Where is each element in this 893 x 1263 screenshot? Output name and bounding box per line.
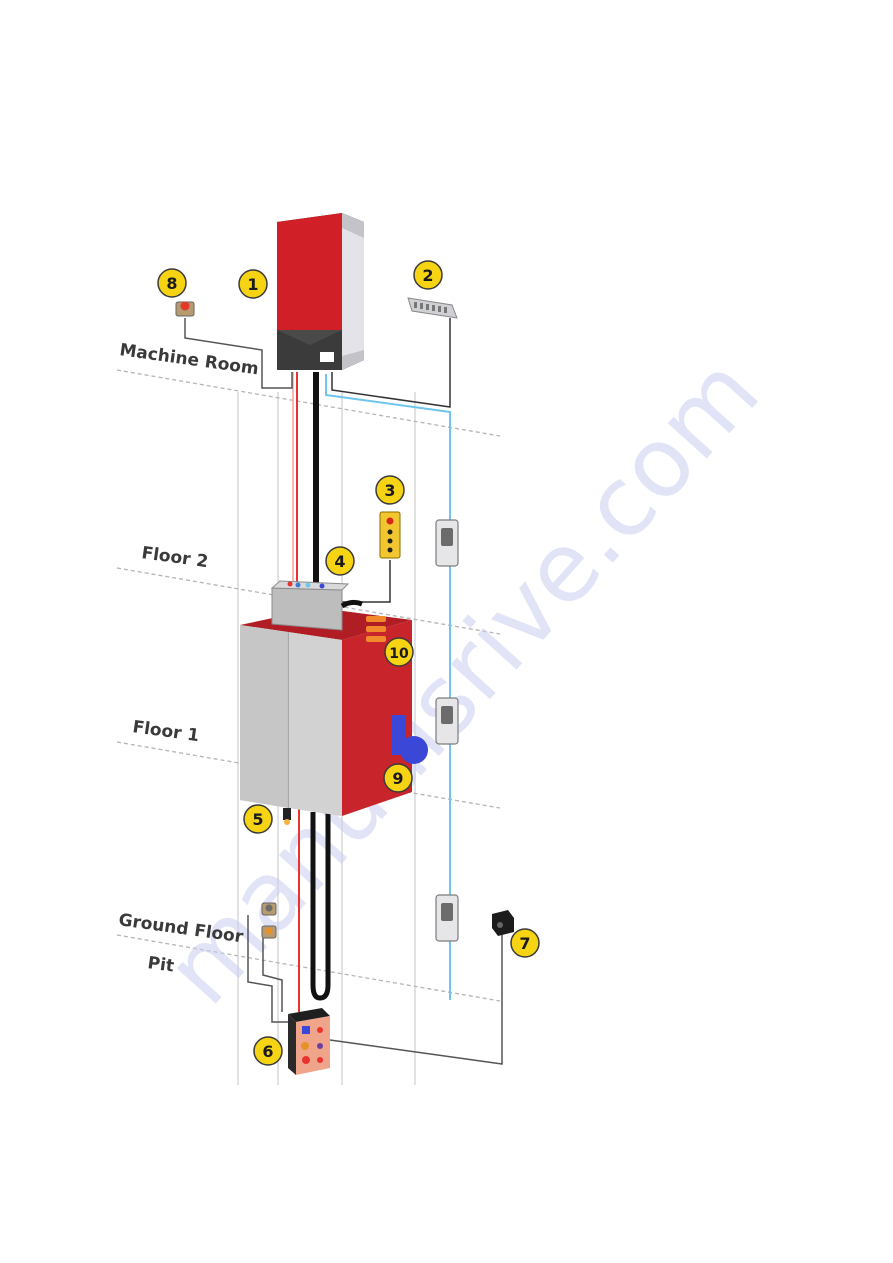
lift-car — [240, 608, 428, 825]
callouts: 1 2 3 4 5 6 7 8 — [157, 260, 540, 1066]
pit-button-wire-2 — [262, 938, 283, 1012]
callout-8: 8 — [157, 268, 187, 298]
callout-9: 9 — [383, 763, 413, 793]
emergency-button-wire — [184, 318, 293, 389]
callout-2: 2 — [413, 260, 443, 290]
terminal-wire — [331, 318, 451, 408]
svg-text:6: 6 — [262, 1042, 273, 1061]
landing-station-icon — [435, 519, 459, 942]
svg-text:1: 1 — [247, 275, 258, 294]
callout-1: 1 — [238, 269, 268, 299]
label-pit: Pit — [146, 953, 175, 976]
svg-text:2: 2 — [422, 266, 433, 285]
travelling-cable — [310, 812, 331, 1001]
callout-5: 5 — [243, 804, 273, 834]
floor-lines — [116, 369, 501, 1002]
svg-text:9: 9 — [392, 769, 403, 788]
car-door-icon — [288, 632, 342, 816]
watermark: manualsrive.com — [144, 336, 781, 1026]
callout-6: 6 — [253, 1036, 283, 1066]
pit-button-wire — [247, 915, 290, 1023]
svg-text:7: 7 — [519, 934, 530, 953]
callout-3: 3 — [375, 475, 405, 505]
svg-text:10: 10 — [389, 646, 409, 662]
power-cable-red — [296, 372, 300, 1012]
label-floor-2: Floor 2 — [140, 543, 209, 572]
callout-10: 10 — [384, 637, 414, 667]
svg-text:4: 4 — [334, 552, 345, 571]
svg-text:5: 5 — [252, 810, 263, 829]
callout-7: 7 — [510, 928, 540, 958]
svg-text:manualsrive.com: manualsrive.com — [144, 336, 781, 1026]
car-top-box-icon — [270, 580, 363, 631]
pit-buttons — [261, 902, 277, 939]
inspection-box-icon — [379, 511, 401, 559]
label-floor-1: Floor 1 — [131, 717, 200, 746]
pit-switch-icon — [492, 910, 514, 936]
callout-4: 4 — [325, 546, 355, 576]
pit-box-icon — [288, 1008, 330, 1075]
pit-wire — [329, 928, 503, 1065]
svg-text:3: 3 — [384, 481, 395, 500]
svg-text:8: 8 — [166, 274, 177, 293]
controller-cabinet-icon — [277, 213, 364, 370]
emergency-button-icon — [175, 301, 195, 317]
terminal-block-icon — [407, 297, 458, 319]
